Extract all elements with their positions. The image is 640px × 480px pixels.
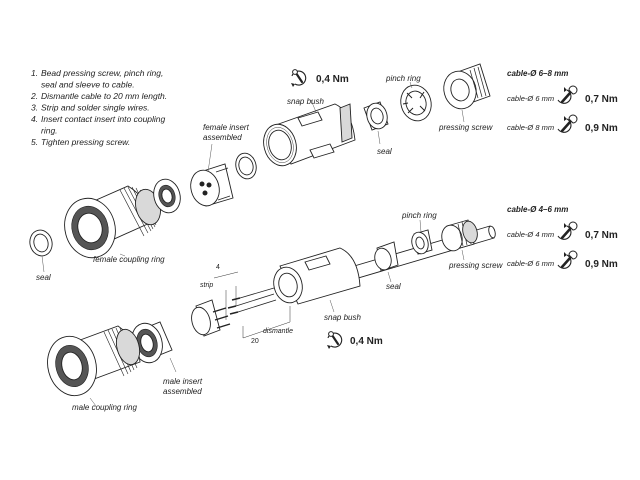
cable-row-value: 0,9 Nm [585,259,618,270]
male-seal [374,241,399,283]
cable-torque-table-4-6: cable-Ø 4–6 mm cable-Ø 4 mm 0,7 Nm cable… [507,205,618,270]
female-assembly: snap bush pinch ring pressing screw seal… [29,63,494,282]
cable-table-title: cable-Ø 6–8 mm [507,69,568,78]
instruction-text: ring. [41,126,58,136]
dimension-lines [213,271,291,339]
cable-row-value: 0,9 Nm [585,123,618,134]
female-pressing-screw [443,63,491,123]
seal-label-left: seal [36,273,51,282]
wrench-icon [556,113,579,134]
female-seal-sleeve [363,101,389,145]
cable-row-value: 0,7 Nm [585,230,618,241]
seal-label-bottom: seal [386,282,401,291]
instruction-list: 1.Bead pressing screw, pinch ring, seal a… [30,68,167,147]
instruction-text: seal and sleeve to cable. [41,80,135,90]
male-pinch-ring [411,219,433,255]
dim-20-label: 20 [251,338,259,345]
male-insert-label: male insert assembled [163,377,204,396]
female-seal-ring [29,229,53,273]
instruction-text: Tighten pressing screw. [41,137,130,147]
dismantle-label: dismantle [263,328,293,335]
torque-icon [325,330,343,351]
instruction-number: 1. [31,68,38,78]
male-coupling-ring-label: male coupling ring [72,403,137,412]
snap-bush-torque-bottom: 0,4 Nm [350,336,383,347]
cable-row-label: cable-Ø 6 mm [507,259,554,268]
instruction-text: Dismantle cable to 20 mm length. [41,91,167,101]
male-assembly: pinch ring pressing screw seal snap bush… [47,211,504,412]
torque-icon [289,68,307,89]
female-coupling-ring [64,185,161,259]
cable-row-label: cable-Ø 8 mm [507,123,554,132]
snap-bush-label-top: snap bush [287,97,324,106]
pressing-screw-label-top: pressing screw [438,123,494,132]
wrench-icon [556,249,579,270]
wrench-icon [556,84,579,105]
wrench-icon [556,220,579,241]
female-insert-label: female insert assembled [203,123,251,142]
instruction-number: 5. [31,137,38,147]
instruction-number: 3. [31,103,38,113]
cable-torque-table-6-8: cable-Ø 6–8 mm cable-Ø 6 mm 0,7 Nm cable… [507,69,618,134]
pinch-ring-label-top: pinch ring [385,74,421,83]
instruction-text: Bead pressing screw, pinch ring, [41,68,163,78]
female-snap-bush [263,99,356,167]
male-pressing-screw [441,219,478,261]
male-insert [191,299,231,337]
dim-4-label: 4 [216,264,220,271]
pressing-screw-label-bottom: pressing screw [448,261,504,270]
male-coupling-ring [47,325,141,407]
strip-label: strip [200,282,213,289]
instruction-text: Insert contact insert into coupling [41,114,166,124]
snap-bush-torque-top: 0,4 Nm [316,74,349,85]
female-pinch-ring [400,81,432,122]
pinch-ring-label-bottom: pinch ring [401,211,437,220]
male-snap-bush [273,247,361,313]
cable-row-label: cable-Ø 4 mm [507,230,554,239]
seal-label-top: seal [377,147,392,156]
female-small-seal [235,152,257,180]
stripped-wires [227,287,277,315]
cable-row-value: 0,7 Nm [585,94,618,105]
instruction-number: 4. [31,114,38,124]
cable-table-title: cable-Ø 4–6 mm [507,205,568,214]
instruction-text: Strip and solder single wires. [41,103,150,113]
female-inner-ring [153,178,181,214]
cable-row-label: cable-Ø 6 mm [507,94,554,103]
female-coupling-ring-label: female coupling ring [93,255,165,264]
instruction-number: 2. [30,91,38,101]
female-insert [190,143,234,207]
snap-bush-label-bottom: snap bush [324,313,361,322]
